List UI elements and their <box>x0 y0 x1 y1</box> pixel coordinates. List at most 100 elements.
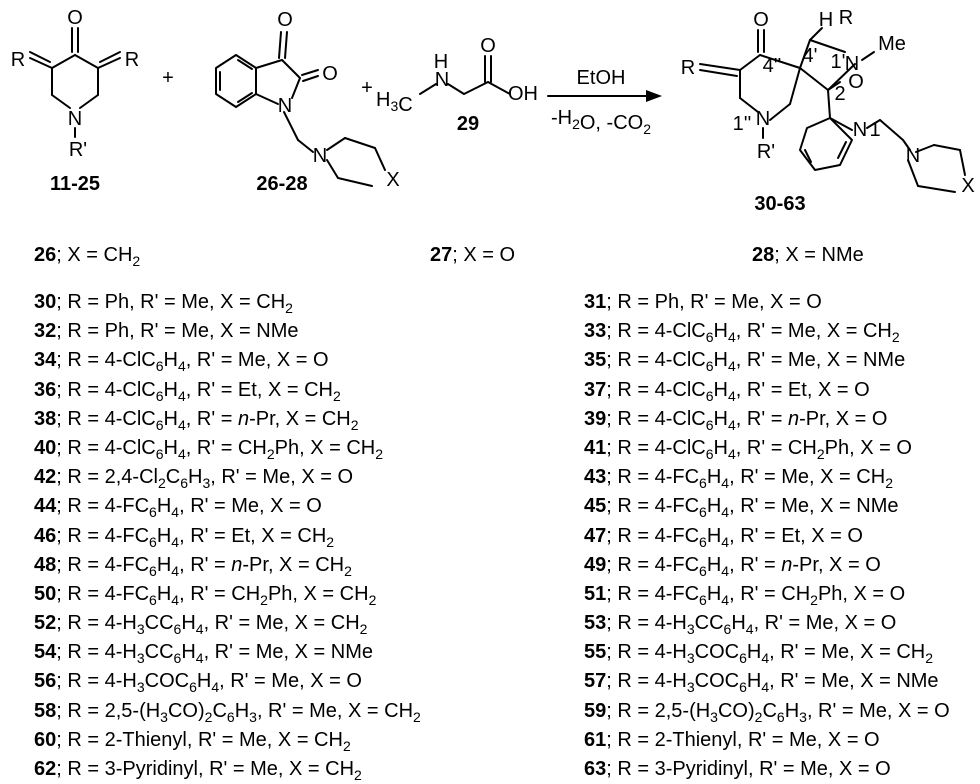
compound-description: ; X = O <box>452 244 516 266</box>
compound-description: ; X = CH2 <box>56 244 141 269</box>
compound-entry: 44; R = 4-FC6H4, R' = Me, X = O <box>34 492 421 521</box>
x-definition-26: 26; X = CH2 <box>34 244 141 269</box>
compound-entry: 53; R = 4-H3CC6H4, R' = Me, X = O <box>584 609 950 638</box>
atom-label: O <box>848 71 864 93</box>
atom-label: H3C <box>376 89 413 116</box>
atom-label: R' <box>757 141 775 163</box>
atom-label: O <box>480 35 496 57</box>
compound-entry: 62; R = 3-Pyridinyl, R' = Me, X = CH2 <box>34 755 421 784</box>
compound-description: ; R = 4-ClC6H4, R' = CH2Ph, X = CH2 <box>56 436 384 462</box>
compound-description: ; R = 4-ClC6H4, R' = CH2Ph, X = O <box>606 436 912 462</box>
compound-entry: 32; R = Ph, R' = Me, X = NMe <box>34 317 421 346</box>
plus-sign: + <box>361 77 373 99</box>
compound-entry: 41; R = 4-ClC6H4, R' = CH2Ph, X = O <box>584 434 950 463</box>
reaction-condition: -H2O, -CO2 <box>551 107 651 137</box>
compound-label: 26-28 <box>256 173 307 195</box>
atom-label: O <box>277 9 293 31</box>
compound-number: 38 <box>34 407 57 430</box>
atom-label: R <box>125 49 139 71</box>
compound-description: ; X = NMe <box>774 244 864 266</box>
compound-number: 37 <box>584 378 607 401</box>
compound-description: ; R = 4-FC6H4, R' = CH2Ph, X = CH2 <box>56 582 377 608</box>
compound-description: ; R = 4-FC6H4, R' = n-Pr, X = CH2 <box>56 553 352 579</box>
locant-label: 1 <box>869 119 880 141</box>
compound-entry: 47; R = 4-FC6H4, R' = Et, X = O <box>584 522 950 551</box>
compound-description: ; R = 4-H3CC6H4, R' = Me, X = O <box>606 612 897 638</box>
compound-description: ; R = 4-FC6H4, R' = CH2Ph, X = O <box>606 582 906 608</box>
compound-description: ; R = 4-H3COC6H4, R' = Me, X = NMe <box>606 670 939 696</box>
atom-label: N <box>68 108 82 130</box>
locant-label: 1' <box>831 51 846 73</box>
locant-label: 2 <box>834 83 845 105</box>
compound-number: 48 <box>34 553 57 576</box>
compound-number: 60 <box>34 728 57 751</box>
compound-number: 55 <box>584 641 607 664</box>
compound-number: 47 <box>584 524 607 547</box>
compound-entry: 40; R = 4-ClC6H4, R' = CH2Ph, X = CH2 <box>34 434 421 463</box>
locant-label: 4'' <box>763 55 782 77</box>
compound-entry: 50; R = 4-FC6H4, R' = CH2Ph, X = CH2 <box>34 580 421 609</box>
compound-number: 36 <box>34 378 57 401</box>
compound-description: ; R = 4-H3COC6H4, R' = Me, X = O <box>56 670 362 696</box>
compound-entry: 42; R = 2,4-Cl2C6H3, R' = Me, X = O <box>34 463 421 492</box>
compound-description: ; R = 4-ClC6H4, R' = Me, X = CH2 <box>606 320 900 346</box>
compound-number: 43 <box>584 466 607 489</box>
plus-sign: + <box>162 67 174 89</box>
compound-description: ; R = 2,5-(H3CO)2C6H3, R' = Me, X = CH2 <box>56 699 421 725</box>
sarcosine-structure <box>419 55 511 95</box>
compound-number: 45 <box>584 495 607 518</box>
product-structure <box>699 27 966 193</box>
compound-number: 62 <box>34 758 57 780</box>
locant-label: 1'' <box>733 113 752 135</box>
compound-number: 52 <box>34 612 57 635</box>
compound-entry: 58; R = 2,5-(H3CO)2C6H3, R' = Me, X = CH… <box>34 697 421 726</box>
compound-number: 51 <box>584 582 607 605</box>
atom-label: Me <box>878 33 906 55</box>
compound-number: 41 <box>584 436 607 459</box>
atom-label: N <box>313 145 327 167</box>
compound-description: ; R = 4-H3COC6H4, R' = Me, X = CH2 <box>606 641 934 667</box>
compound-description: ; R = 2-Thienyl, R' = Me, X = O <box>606 728 880 751</box>
compound-number: 53 <box>584 612 607 635</box>
compound-number: 30 <box>34 291 57 313</box>
compound-entry: 49; R = 4-FC6H4, R' = n-Pr, X = O <box>584 551 950 580</box>
atom-label: R <box>839 7 853 29</box>
compound-entry: 35; R = 4-ClC6H4, R' = Me, X = NMe <box>584 346 950 375</box>
compound-number: 50 <box>34 582 57 605</box>
compound-number: 57 <box>584 670 607 693</box>
compound-number: 39 <box>584 407 607 430</box>
compound-number: 31 <box>584 291 607 313</box>
isatin-structure <box>215 31 386 187</box>
locant-label: 4' <box>803 45 818 67</box>
atom-label: X <box>386 169 399 191</box>
compound-description: ; R = 3-Pyridinyl, R' = Me, X = O <box>606 758 891 780</box>
piperidinone-structure <box>29 27 121 138</box>
compound-entry: 39; R = 4-ClC6H4, R' = n-Pr, X = O <box>584 405 950 434</box>
compound-description: ; R = 4-H3CC6H4, R' = Me, X = CH2 <box>56 612 368 638</box>
compound-entry: 30; R = Ph, R' = Me, X = CH2 <box>34 288 421 317</box>
atom-label: O <box>322 63 338 85</box>
atom-label: N <box>906 145 920 167</box>
atom-label: R <box>11 49 25 71</box>
reaction-arrow <box>547 90 662 102</box>
x-definition-28: 28; X = NMe <box>752 244 864 267</box>
compound-description: ; R = 4-FC6H4, R' = Et, X = O <box>606 524 863 550</box>
atom-label: O <box>67 7 83 29</box>
compound-number: 27 <box>430 244 453 266</box>
compound-entry: 55; R = 4-H3COC6H4, R' = Me, X = CH2 <box>584 638 950 667</box>
compound-number: 40 <box>34 436 57 459</box>
compound-entry: 45; R = 4-FC6H4, R' = Me, X = NMe <box>584 492 950 521</box>
compound-number: 33 <box>584 320 607 343</box>
compound-entry: 60; R = 2-Thienyl, R' = Me, X = CH2 <box>34 726 421 755</box>
compound-description: ; R = 4-FC6H4, R' = n-Pr, X = O <box>606 553 881 579</box>
compound-label: 29 <box>457 113 479 135</box>
atom-label: N <box>435 69 449 91</box>
compound-label: 30-63 <box>754 193 805 215</box>
compound-entry: 54; R = 4-H3CC6H4, R' = Me, X = NMe <box>34 638 421 667</box>
atom-label: N <box>756 108 770 130</box>
compound-number: 32 <box>34 320 57 343</box>
compound-entry: 57; R = 4-H3COC6H4, R' = Me, X = NMe <box>584 667 950 696</box>
compound-description: ; R = 4-FC6H4, R' = Me, X = O <box>56 495 322 521</box>
compound-entry: 59; R = 2,5-(H3CO)2C6H3, R' = Me, X = O <box>584 697 950 726</box>
